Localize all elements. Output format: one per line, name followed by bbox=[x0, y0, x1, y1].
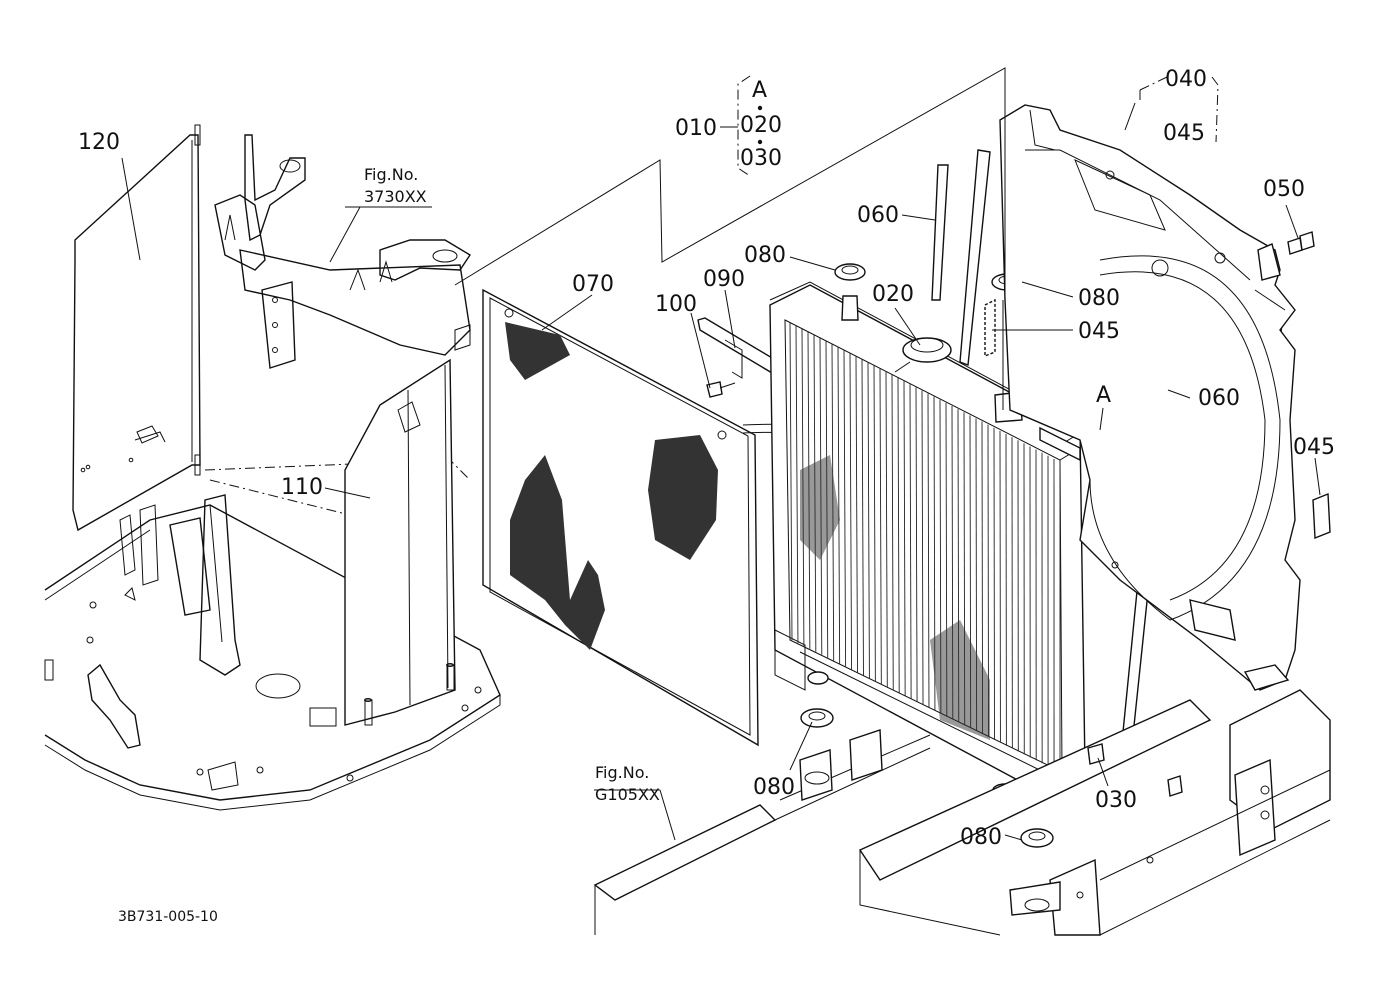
callout-110: 110 bbox=[281, 475, 323, 500]
grommet-080-bottom bbox=[800, 708, 1054, 912]
group-010-item-020: 020 bbox=[740, 113, 782, 138]
callout-045-b: 045 bbox=[1293, 435, 1335, 460]
callout-100: 100 bbox=[655, 292, 697, 317]
callout-070: 070 bbox=[572, 272, 614, 297]
cap-020 bbox=[894, 337, 952, 373]
radiator-fin bbox=[855, 356, 858, 673]
radiator-fin bbox=[903, 381, 906, 696]
fig-ref-3730xx-line1: Fig.No. bbox=[364, 165, 418, 184]
leader-lines bbox=[121, 76, 1321, 841]
pad-045 bbox=[984, 298, 1331, 540]
bolt-100 bbox=[706, 381, 736, 398]
callout-040: 040 bbox=[1165, 67, 1207, 92]
callout-080-d: 080 bbox=[960, 825, 1002, 850]
group-010-item-A: A bbox=[752, 78, 767, 103]
radiator-fin bbox=[879, 368, 882, 685]
callout-090: 090 bbox=[703, 267, 745, 292]
callout-045-c: 045 bbox=[1163, 121, 1205, 146]
radiator-fin bbox=[873, 365, 876, 682]
fig-ref-g105xx-line1: Fig.No. bbox=[595, 763, 649, 782]
group-010-bracket bbox=[720, 75, 763, 177]
callout-A: A bbox=[1096, 383, 1111, 408]
callout-060-b: 060 bbox=[1198, 386, 1240, 411]
radiator-fin bbox=[843, 349, 847, 667]
callout-050: 050 bbox=[1263, 177, 1305, 202]
panel-110 bbox=[344, 358, 456, 726]
callout-labels: 120 110 070 100 090 080 060 020 080 045 … bbox=[78, 67, 1335, 925]
radiator-fin bbox=[789, 321, 793, 641]
callout-020: 020 bbox=[872, 282, 914, 307]
radiator-fin bbox=[795, 325, 799, 643]
screen-070 bbox=[482, 288, 759, 747]
panel-120 bbox=[72, 124, 201, 532]
callout-080-b: 080 bbox=[1078, 286, 1120, 311]
callout-060-a: 060 bbox=[857, 203, 899, 228]
fig-ref-g105xx-line2: G105XX bbox=[595, 785, 660, 804]
shroud-040 bbox=[999, 104, 1301, 691]
callout-030: 030 bbox=[1095, 788, 1137, 813]
radiator-fin bbox=[867, 362, 870, 679]
radiator-fin bbox=[921, 390, 924, 705]
fig-ref-3730xx-line2: 3730XX bbox=[364, 187, 427, 206]
radiator-fin bbox=[885, 371, 888, 687]
group-010-item-030: 030 bbox=[740, 146, 782, 171]
radiator-fin bbox=[909, 384, 912, 699]
group-010-label: 010 bbox=[675, 116, 717, 141]
callout-080-c: 080 bbox=[753, 775, 795, 800]
radiator-fin bbox=[915, 387, 918, 702]
drain-030 bbox=[1087, 743, 1105, 765]
radiator-fin bbox=[927, 393, 930, 708]
frame-bracket bbox=[119, 134, 471, 676]
callout-045-a: 045 bbox=[1078, 319, 1120, 344]
radiator-fin bbox=[861, 359, 864, 676]
drawing-number: 3B731-005-10 bbox=[118, 909, 218, 925]
radiator-fin bbox=[837, 346, 841, 664]
callout-120: 120 bbox=[78, 130, 120, 155]
radiator-fin bbox=[891, 374, 894, 690]
callout-080-a: 080 bbox=[744, 243, 786, 268]
floor-plate bbox=[44, 504, 501, 811]
radiator-fin bbox=[849, 353, 853, 670]
explode-guides bbox=[454, 67, 1006, 410]
frame-rails bbox=[593, 689, 1331, 936]
radiator-fin bbox=[897, 377, 900, 693]
screw-050 bbox=[1287, 231, 1315, 255]
